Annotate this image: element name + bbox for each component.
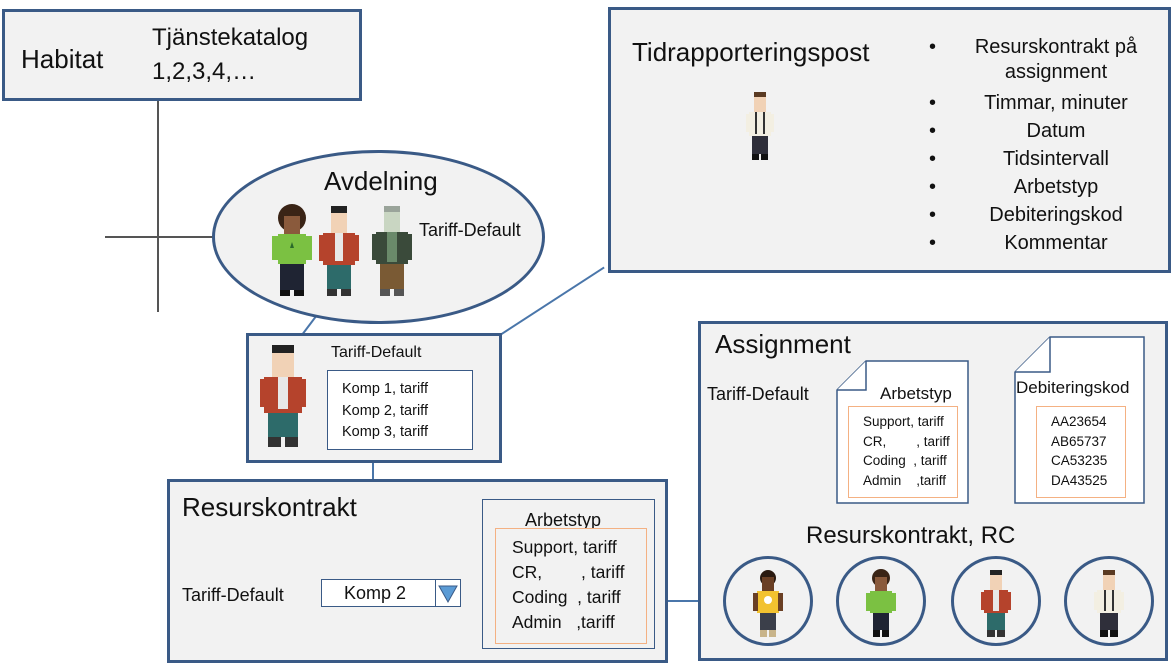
debiteringskod-lines: AA23654 AB65737 CA53235 DA43525 [1051,412,1107,490]
figure-white-shirt-avatar [746,92,774,160]
connector-resurskontrakt-assignment [666,600,726,602]
assignment-title: Assignment [715,329,851,359]
chevron-down-icon [438,585,458,604]
tidrapport-box: Tidrapporteringspost Resurskontrakt på a… [608,7,1171,273]
figure-red-jacket-avatar [319,206,359,296]
person-komp-line: Komp 1, tariff [342,381,428,397]
person-komp-lines: Komp 1, tariff Komp 2, tariff Komp 3, ta… [342,379,428,444]
tidrapport-field: Resurskontrakt på assignment [929,35,1139,89]
tidrapport-field: Kommentar [929,229,1139,257]
arbetstyp-line: Support, tariff [863,414,944,429]
assignment-tariff-label: Tariff-Default [707,384,809,404]
arbetstyp-line: CR, , tariff [512,562,625,582]
assignment-arbetstyp-lines: Support, tariff CR, , tariff Coding , ta… [863,412,950,490]
arbetstyp-line: Admin ,tariff [512,612,615,632]
catalog-values: 1,2,3,4,… [152,58,257,85]
assignment-arbetstyp-list: Support, tariff CR, , tariff Coding , ta… [848,406,958,498]
komp-select[interactable]: Komp 2 [321,579,461,607]
connector-person-resurskontrakt [372,462,374,480]
assignment-arbetstyp-title: Arbetstyp [880,384,952,403]
figure-large-red-jacket-avatar [260,345,306,447]
rc-avatar-white[interactable] [1064,556,1154,646]
person-komp-line: Komp 3, tariff [342,424,428,440]
tidrapport-field: Timmar, minuter [929,89,1139,117]
resurskontrakt-arbetstyp-lines: Support, tariff CR, , tariff Coding , ta… [512,535,624,635]
resurskontrakt-arbetstyp-list: Support, tariff CR, , tariff Coding , ta… [495,528,647,644]
person-komp-line: Komp 2, tariff [342,402,428,419]
catalog-label: Tjänstekatalog [152,24,309,51]
figure-green-shirt-avatar [866,569,896,637]
resurskontrakt-arbetstyp-panel: Arbetstyp Support, tariff CR, , tariff C… [482,499,655,649]
debiteringskod-value: AB65737 [1051,433,1107,449]
habitat-box: Habitat Tjänstekatalog 1,2,3,4,… [2,9,362,101]
arbetstyp-line: Coding , tariff [512,587,621,607]
resurskontrakt-tariff-label: Tariff-Default [182,585,284,605]
debiteringskod-list: AA23654 AB65737 CA53235 DA43525 [1036,406,1126,498]
debiteringskod-document: Debiteringskod AA23654 AB65737 CA53235 D… [1014,336,1145,504]
tidrapport-field: Debiteringskod [929,201,1139,229]
debiteringskod-value: DA43525 [1051,472,1108,488]
cross-vertical-line [157,100,159,312]
person-tariff-label: Tariff-Default [331,344,422,361]
debiteringskod-title: Debiteringskod [1016,378,1130,397]
figure-green-avatar [272,204,312,296]
komp-select-value: Komp 2 [344,583,407,603]
tidrapport-field-list: Resurskontrakt på assignment Timmar, min… [929,35,1139,257]
tidrapport-title: Tidrapporteringspost [632,37,870,67]
rc-avatar-red[interactable] [951,556,1041,646]
debiteringskod-value: CA53235 [1051,453,1108,468]
debiteringskod-value: AA23654 [1051,414,1107,429]
avdelning-title: Avdelning [324,166,438,196]
dropdown-button[interactable] [435,580,460,606]
arbetstyp-line: Coding , tariff [863,453,947,468]
habitat-title: Habitat [21,44,104,74]
resurskontrakt-title: Resurskontrakt [182,492,357,522]
tidrapport-field: Tidsintervall [929,145,1139,173]
resurskontrakt-box: Resurskontrakt Tariff-Default Komp 2 Arb… [167,479,668,663]
rc-avatar-green[interactable] [836,556,926,646]
person-komp-list: Komp 1, tariff Komp 2, tariff Komp 3, ta… [327,370,473,450]
rc-title: Resurskontrakt, RC [806,522,1016,549]
assignment-box: Assignment Tariff-Default Arbetstyp Supp… [698,321,1168,661]
avdelning-tariff-label: Tariff-Default [419,220,521,240]
figure-white-shirt-small-avatar [1094,570,1124,637]
arbetstyp-line: Admin ,tariff [863,472,947,488]
tidrapport-field: Arbetstyp [929,173,1139,201]
figure-yellow-shirt-avatar [753,570,783,637]
cross-horizontal-line [105,236,245,238]
resurskontrakt-arbetstyp-title: Arbetstyp [525,510,602,530]
figure-red-jacket-small-avatar [981,570,1011,637]
arbetstyp-line: Support, tariff [512,537,617,557]
arbetstyp-line: CR, , tariff [863,433,950,449]
tidrapport-field: Datum [929,117,1139,145]
figure-dark-jacket-avatar [372,206,412,296]
assignment-arbetstyp-document: Arbetstyp Support, tariff CR, , tariff C… [836,360,969,504]
rc-avatar-yellow[interactable] [723,556,813,646]
